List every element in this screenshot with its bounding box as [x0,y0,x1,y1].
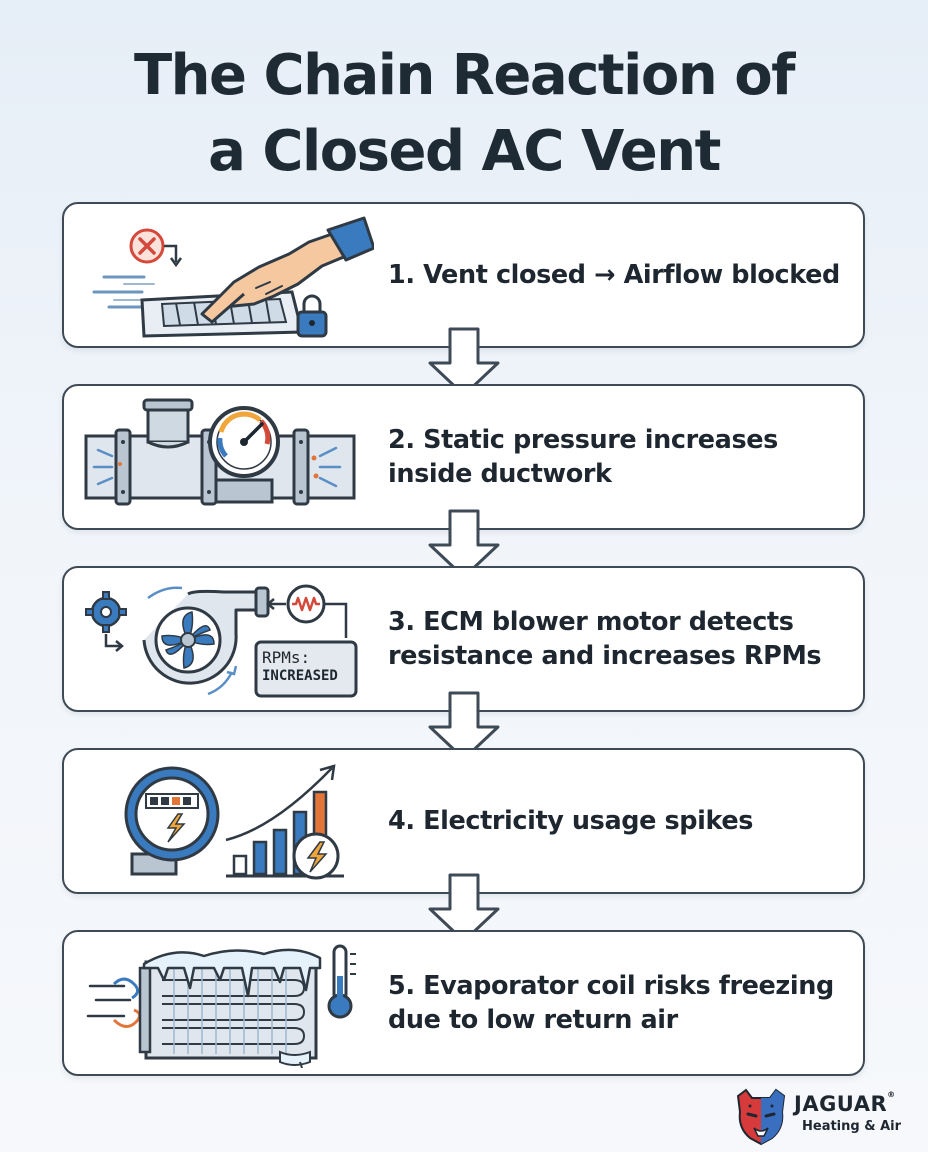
frozen-coil-icon [86,944,356,1068]
page-title: The Chain Reaction of a Closed AC Vent [0,38,928,190]
jaguar-head-icon [736,1088,786,1146]
step-card-2: 2. Static pressure increases inside duct… [62,384,865,530]
blower-motor-icon [85,584,358,698]
down-arrow-icon [428,873,500,943]
step-card-1: 1. Vent closed → Airflow blocked [62,202,865,348]
step-3-text: 3. ECM blower motor detects resistance a… [388,607,822,671]
step-4-text: 4. Electricity usage spikes [388,806,754,836]
rpm-label-2: INCREASED [262,668,338,684]
rpm-label-1: RPMs: [262,648,311,667]
down-arrow-icon [428,691,500,761]
jaguar-logo: JAGUAR® Heating & Air [732,1086,922,1146]
vent-hand-lock-icon [92,216,374,338]
step-card-5: 5. Evaporator coil risks freezing due to… [62,930,865,1076]
title-line-1: The Chain Reaction of [133,43,796,108]
step-card-4: 4. Electricity usage spikes [62,748,865,894]
down-arrow-icon [428,327,500,397]
logo-brand: JAGUAR® [794,1090,896,1116]
title-line-2: a Closed AC Vent [208,119,721,184]
step-5-text: 5. Evaporator coil risks freezing due to… [388,971,834,1035]
step-1-text: 1. Vent closed → Airflow blocked [388,260,840,290]
electric-meter-chart-icon [124,764,344,880]
down-arrow-icon [428,509,500,579]
logo-tagline: Heating & Air [802,1119,902,1134]
step-2-text: 2. Static pressure increases inside duct… [388,425,778,489]
duct-pressure-gauge-icon [84,398,356,506]
step-card-3: RPMs: INCREASED 3. ECM blower motor dete… [62,566,865,712]
